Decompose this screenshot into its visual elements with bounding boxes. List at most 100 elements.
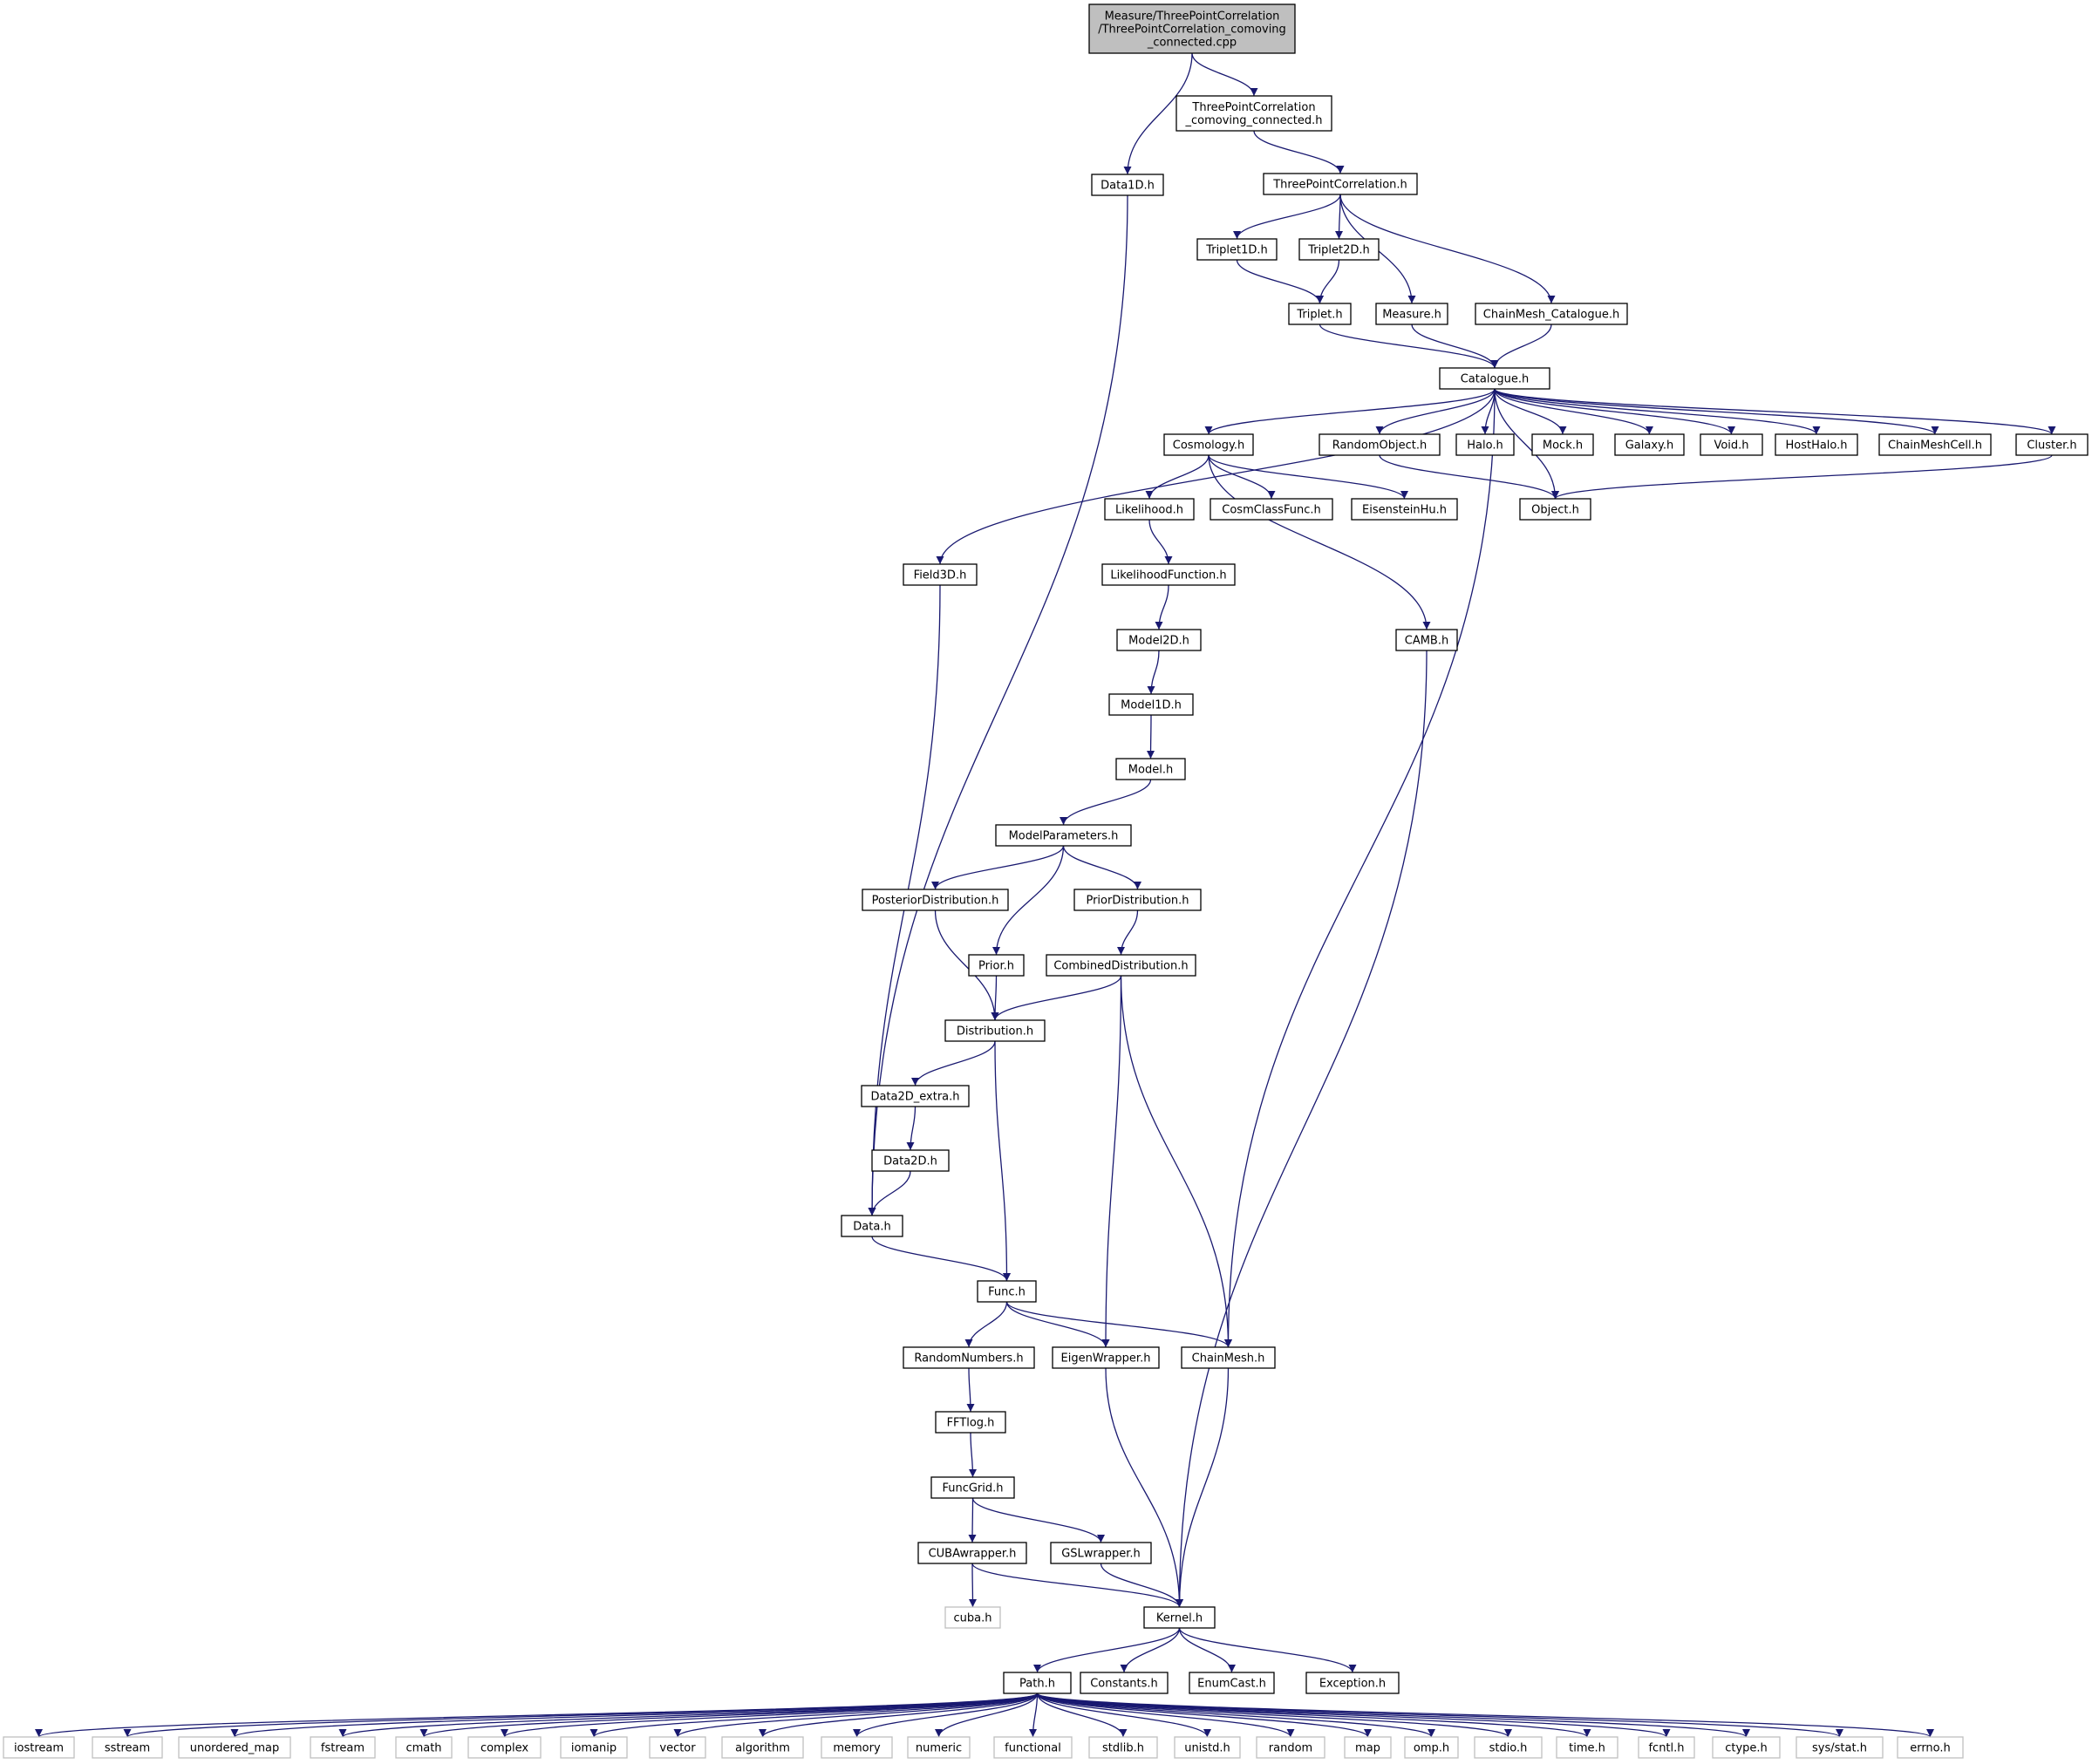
node-label: FFTlog.h	[947, 1417, 995, 1430]
node-chainmeshcell-h[interactable]: ChainMeshCell.h	[1878, 433, 1992, 456]
edge-modelparameters-to-posteriordistribution	[931, 845, 1065, 890]
node-eisensteinhu-h[interactable]: EisensteinHu.h	[1351, 498, 1458, 521]
node-box	[1189, 1672, 1275, 1694]
node-field3d-h[interactable]: Field3D.h	[903, 563, 978, 586]
node-cosmclassfunc-h[interactable]: CosmClassFunc.h	[1210, 498, 1333, 521]
edge-tpc_comoving_connected-to-tpc	[1253, 130, 1345, 174]
node-func-h[interactable]: Func.h	[977, 1280, 1037, 1303]
node-mock-h[interactable]: Mock.h	[1531, 433, 1594, 456]
node-data2d-extra-h[interactable]: Data2D_extra.h	[861, 1085, 970, 1107]
node-object-h[interactable]: Object.h	[1519, 498, 1591, 521]
node-label: Constants.h	[1090, 1678, 1158, 1691]
node-data1d-h[interactable]: Data1D.h	[1091, 174, 1164, 196]
edge-triplet-to-catalogue	[1319, 324, 1499, 369]
node-box	[1638, 1736, 1695, 1759]
node-priordistribution-h[interactable]: PriorDistribution.h	[1073, 889, 1202, 911]
node-enumcast-h[interactable]: EnumCast.h	[1189, 1672, 1275, 1694]
node-box	[1344, 1736, 1392, 1759]
node-box	[1288, 303, 1352, 325]
node-combineddistribution-h[interactable]: CombinedDistribution.h	[1046, 954, 1196, 977]
node-fftlog-h[interactable]: FFTlog.h	[935, 1411, 1006, 1434]
node-label: iostream	[14, 1742, 64, 1755]
node-constants-h[interactable]: Constants.h	[1080, 1672, 1169, 1694]
node-label: PosteriorDistribution.h	[872, 895, 999, 908]
edge-likelihood-to-likelihoodfunction	[1148, 519, 1173, 565]
node-hosthalo-h[interactable]: HostHalo.h	[1775, 433, 1858, 456]
node-void-h[interactable]: Void.h	[1700, 433, 1763, 456]
node-modelparameters-h[interactable]: ModelParameters.h	[995, 824, 1132, 847]
node-label: Triplet.h	[1296, 309, 1342, 322]
node-chainmesh-catalogue-h[interactable]: ChainMesh_Catalogue.h	[1475, 303, 1628, 325]
node-label: omp.h	[1414, 1742, 1449, 1755]
edge-catalogue-to-halo	[1481, 388, 1496, 435]
node-triplet-h[interactable]: Triplet.h	[1288, 303, 1352, 325]
node-box	[1519, 498, 1591, 521]
node-gslwrapper-h[interactable]: GSLwrapper.h	[1050, 1542, 1152, 1564]
node-box	[1700, 433, 1763, 456]
node-box	[560, 1736, 628, 1759]
node-label: RandomObject.h	[1332, 439, 1428, 453]
node-threepointcorrelation-comoving-connected-h[interactable]: ThreePointCorrelation_comoving_connected…	[1175, 95, 1332, 132]
node-box	[871, 1149, 950, 1172]
edge-distribution-to-data2d_extra	[911, 1040, 996, 1086]
node-label: Mock.h	[1543, 439, 1583, 453]
node-model2d-h[interactable]: Model2D.h	[1116, 629, 1202, 651]
node-threepointcorrelation-h[interactable]: ThreePointCorrelation.h	[1263, 173, 1418, 195]
node-triplet2d-h[interactable]: Triplet2D.h	[1298, 238, 1380, 261]
node-camb-h[interactable]: CAMB.h	[1395, 629, 1458, 651]
node-box	[993, 1736, 1073, 1759]
node-data2d-h[interactable]: Data2D.h	[871, 1149, 950, 1172]
node-cosmology-h[interactable]: Cosmology.h	[1163, 433, 1254, 456]
node-label: _comoving_connected.h	[1185, 114, 1323, 127]
node-time-h: time.h	[1556, 1736, 1618, 1759]
node-label: random	[1269, 1742, 1312, 1755]
node-halo-h[interactable]: Halo.h	[1455, 433, 1515, 456]
node-path-h[interactable]: Path.h	[1003, 1672, 1072, 1694]
node-randomobject-h[interactable]: RandomObject.h	[1319, 433, 1441, 456]
node-label: functional	[1005, 1742, 1061, 1755]
node-randomnumbers-h[interactable]: RandomNumbers.h	[903, 1346, 1035, 1369]
node-triplet1d-h[interactable]: Triplet1D.h	[1196, 238, 1278, 261]
edge-priordistribution-to-combineddistribution	[1117, 909, 1139, 956]
node-numeric: numeric	[907, 1736, 971, 1759]
node-model-h[interactable]: Model.h	[1115, 758, 1186, 780]
edge-posteriordistribution-to-distribution	[934, 909, 999, 1021]
node-eigenwrapper-h[interactable]: EigenWrapper.h	[1052, 1346, 1160, 1369]
node-box	[1196, 238, 1278, 261]
node-measure-h[interactable]: Measure.h	[1375, 303, 1448, 325]
node-label: Exception.h	[1319, 1678, 1386, 1691]
node-likelihoodfunction-h[interactable]: LikelihoodFunction.h	[1101, 563, 1236, 586]
edge-randomnumbers-to-fftlog	[966, 1367, 975, 1413]
node-box	[310, 1736, 376, 1759]
node-posteriordistribution-h[interactable]: PosteriorDistribution.h	[862, 889, 1009, 911]
node-measure-threepointcorrelation-threepointcorrelation-comoving-connected-cpp[interactable]: Measure/ThreePointCorrelation/ThreePoint…	[1088, 3, 1296, 54]
node-exception-h[interactable]: Exception.h	[1305, 1672, 1400, 1694]
node-distribution-h[interactable]: Distribution.h	[944, 1019, 1046, 1042]
node-likelihood-h[interactable]: Likelihood.h	[1104, 498, 1195, 521]
edge-funcgrid-to-cubawrapper	[968, 1497, 977, 1543]
node-funcgrid-h[interactable]: FuncGrid.h	[930, 1476, 1015, 1499]
node-label: Distribution.h	[957, 1025, 1033, 1039]
node-label: FuncGrid.h	[942, 1482, 1003, 1495]
node-cluster-h[interactable]: Cluster.h	[2015, 433, 2089, 456]
node-label: stdio.h	[1489, 1742, 1528, 1755]
node-prior-h[interactable]: Prior.h	[968, 954, 1025, 977]
node-box	[968, 954, 1025, 977]
node-chainmesh-h[interactable]: ChainMesh.h	[1181, 1346, 1276, 1369]
node-galaxy-h[interactable]: Galaxy.h	[1614, 433, 1685, 456]
node-memory: memory	[821, 1736, 893, 1759]
node-catalogue-h[interactable]: Catalogue.h	[1439, 367, 1550, 390]
node-functional: functional	[993, 1736, 1073, 1759]
edge-modelparameters-to-priordistribution	[1062, 845, 1141, 890]
node-kernel-h[interactable]: Kernel.h	[1143, 1606, 1216, 1629]
node-cubawrapper-h[interactable]: CUBAwrapper.h	[917, 1542, 1027, 1564]
edge-kernel-to-enumcast	[1178, 1627, 1236, 1673]
node-box	[935, 1411, 1006, 1434]
node-model1d-h[interactable]: Model1D.h	[1108, 693, 1194, 716]
node-box	[1305, 1672, 1400, 1694]
edge-cluster-to-object	[1551, 454, 2053, 500]
node-box	[1712, 1736, 1781, 1759]
edge-cosmology-to-camb	[1208, 454, 1431, 630]
node-label: ctype.h	[1725, 1742, 1768, 1755]
node-data-h[interactable]: Data.h	[841, 1215, 903, 1237]
